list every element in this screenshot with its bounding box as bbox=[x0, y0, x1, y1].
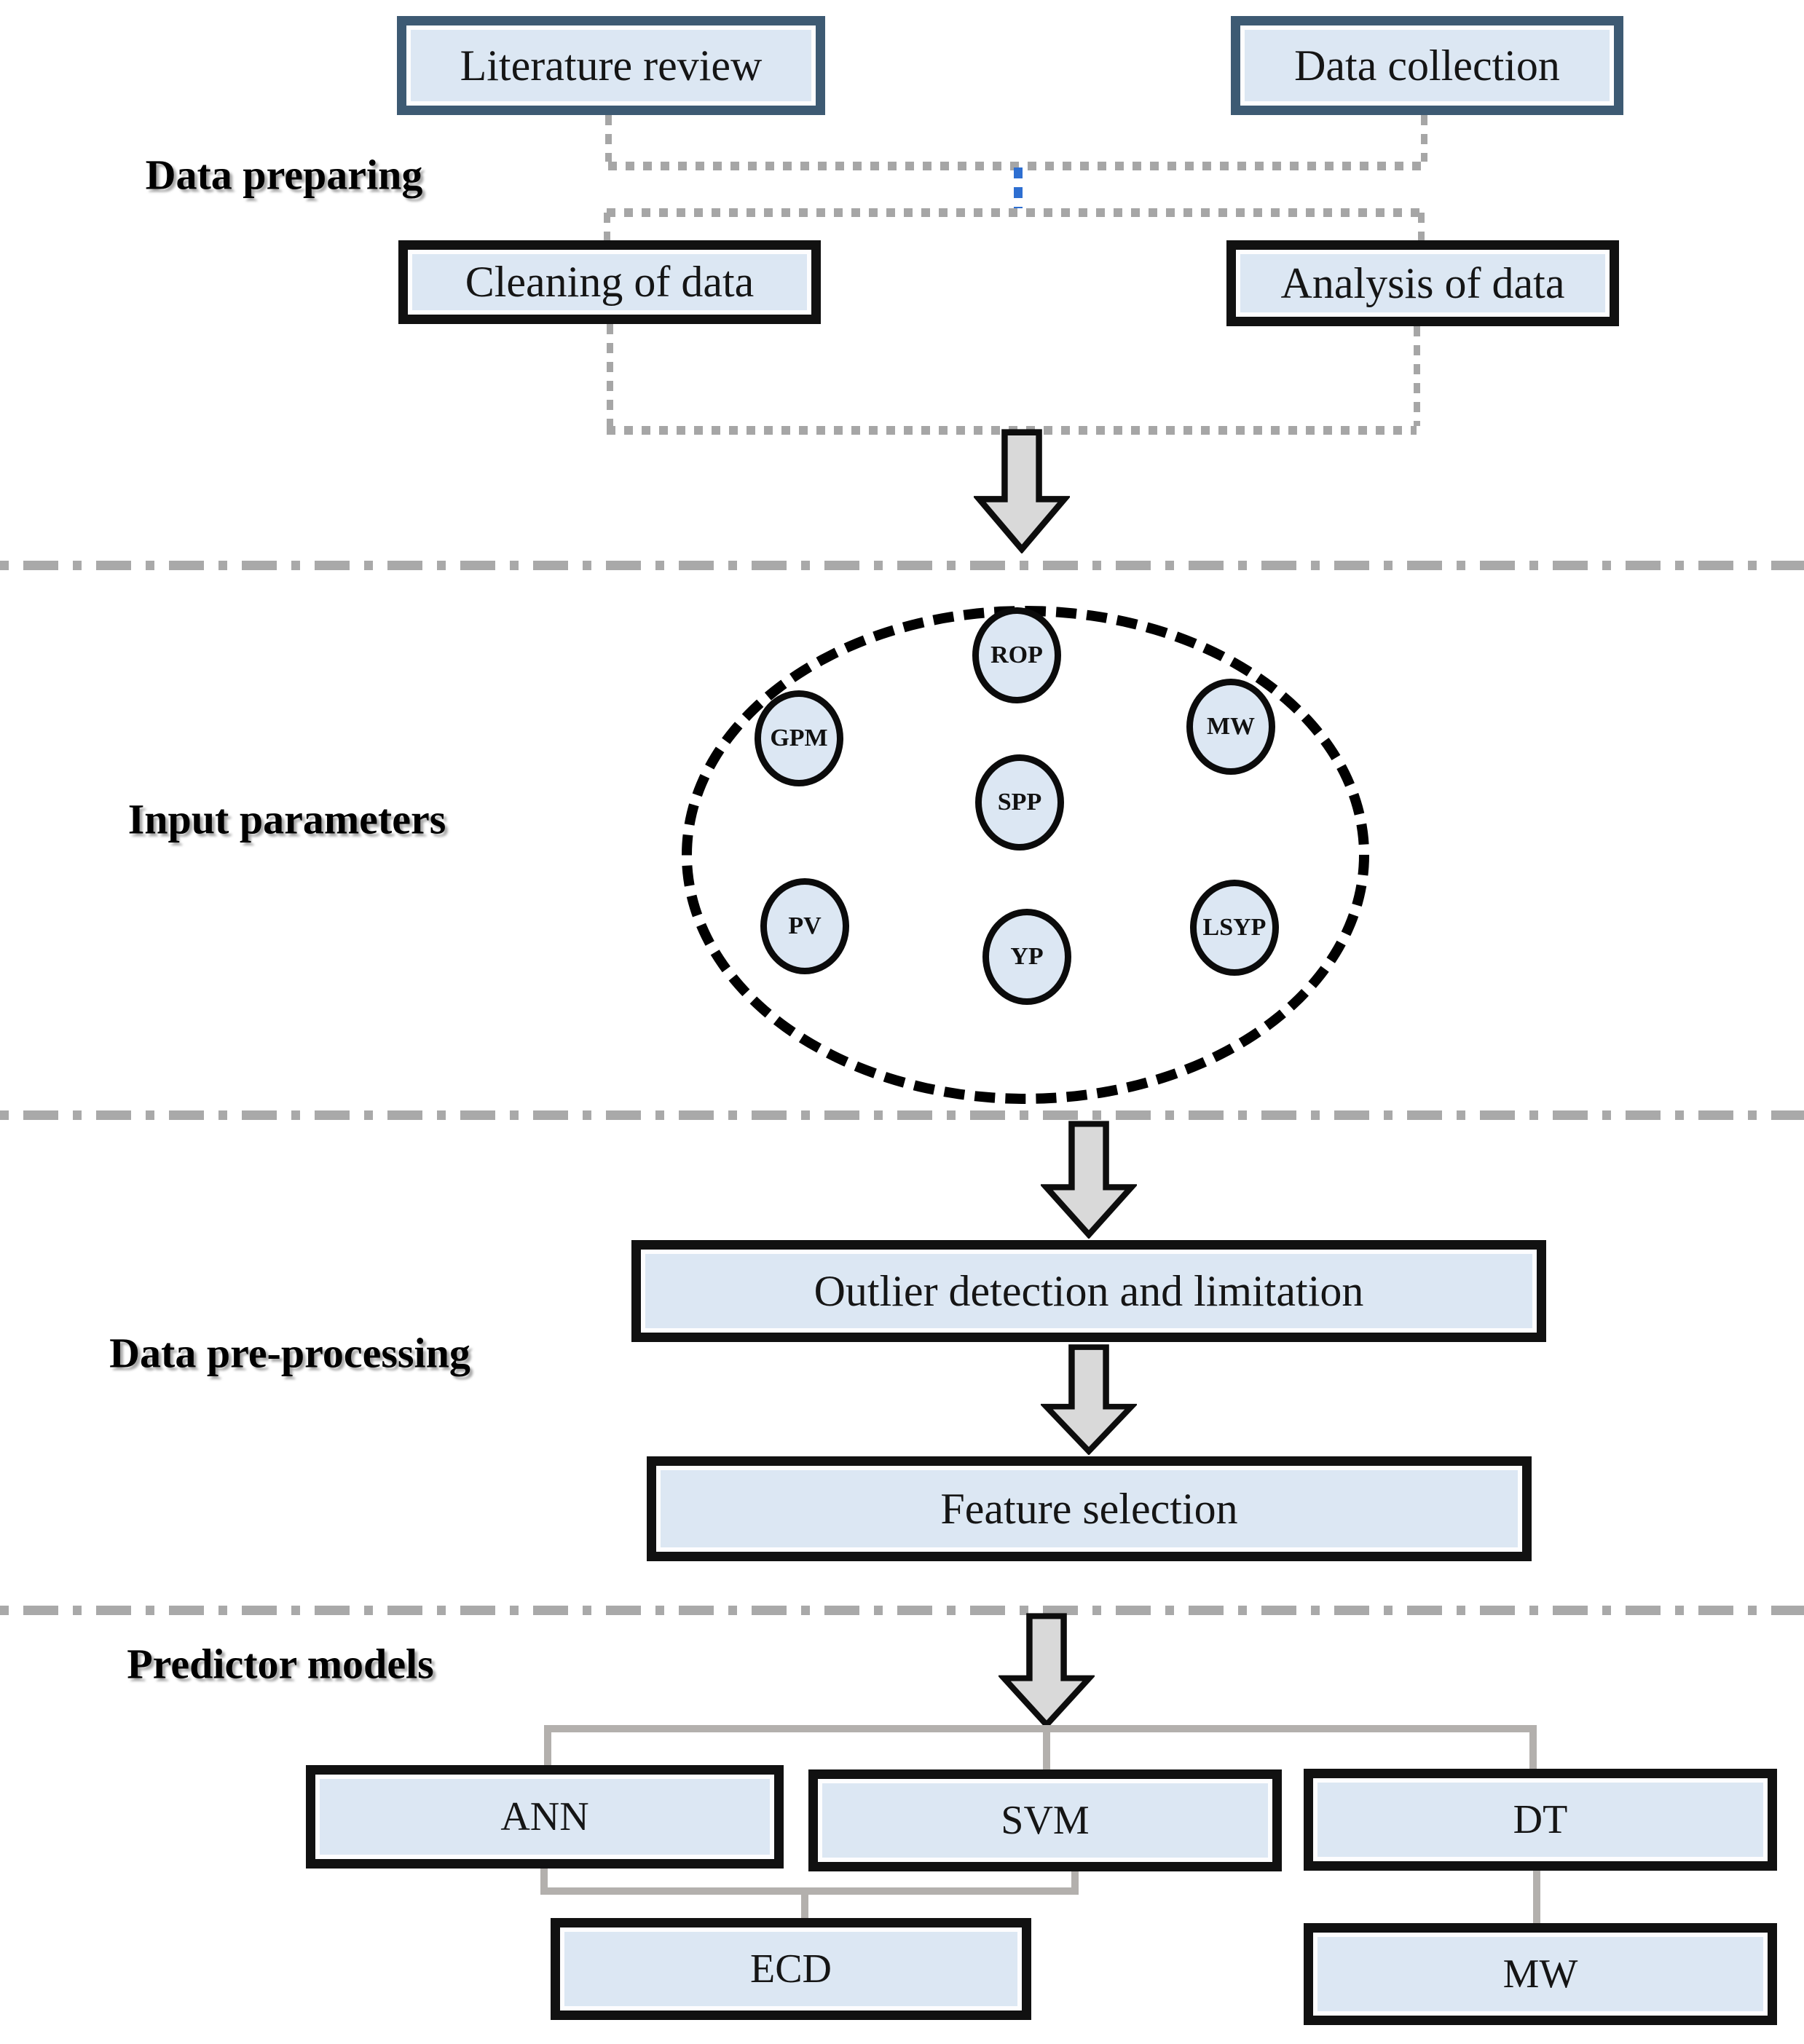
down-arrow-icon bbox=[1041, 1343, 1137, 1455]
section-divider-2 bbox=[0, 1110, 1804, 1120]
branch-line-horizontal bbox=[544, 1725, 1537, 1732]
connector-ann-down bbox=[540, 1869, 548, 1895]
feature-selection-box: Feature selection bbox=[647, 1456, 1532, 1561]
cleaning-of-data-box: Cleaning of data bbox=[398, 240, 821, 324]
section-divider-3 bbox=[0, 1606, 1804, 1615]
dt-model-box: DT bbox=[1304, 1769, 1777, 1871]
mw-output-box: MW bbox=[1304, 1923, 1777, 2025]
branch-stub-ann bbox=[544, 1725, 551, 1765]
branch-stub-svm bbox=[1043, 1725, 1050, 1769]
down-arrow-icon bbox=[998, 1612, 1095, 1729]
analysis-of-data-box: Analysis of data bbox=[1226, 240, 1619, 326]
data-collection-box: Data collection bbox=[1231, 16, 1623, 115]
input-node-yp: YP bbox=[982, 909, 1071, 1005]
section-label-data-preprocessing: Data pre-processing bbox=[109, 1329, 470, 1377]
section-label-input-parameters: Input parameters bbox=[127, 795, 446, 843]
input-node-spp: SPP bbox=[975, 754, 1064, 851]
connector-collection-down bbox=[1421, 115, 1427, 162]
connector-analysis-up bbox=[1418, 213, 1425, 240]
input-node-mw: MW bbox=[1186, 679, 1275, 775]
connector-literature-down bbox=[605, 115, 612, 162]
connector-svm-down bbox=[1071, 1871, 1079, 1895]
section-label-data-preparing: Data preparing bbox=[145, 151, 423, 199]
input-node-rop: ROP bbox=[972, 607, 1061, 703]
connector-analysis-down bbox=[1414, 326, 1420, 426]
input-node-gpm: GPM bbox=[755, 690, 843, 786]
connector-ecd-drop bbox=[801, 1887, 808, 1918]
connector-cleaning-up bbox=[604, 213, 610, 240]
input-node-lsyp: LSYP bbox=[1190, 880, 1279, 976]
connector-cleaning-down bbox=[607, 324, 613, 426]
branch-stub-dt bbox=[1529, 1725, 1537, 1769]
section-label-predictor-models: Predictor models bbox=[127, 1640, 434, 1688]
literature-review-box: Literature review bbox=[397, 16, 825, 115]
down-arrow-icon bbox=[1041, 1120, 1137, 1239]
outlier-detection-box: Outlier detection and limitation bbox=[631, 1240, 1546, 1342]
down-arrow-icon bbox=[974, 428, 1070, 553]
connector-ecd-horizontal bbox=[540, 1887, 1079, 1895]
connector-blue-link bbox=[1014, 167, 1023, 208]
ecd-output-box: ECD bbox=[551, 1918, 1031, 2020]
connector-dt-mw bbox=[1533, 1871, 1540, 1923]
input-node-pv: PV bbox=[760, 878, 849, 974]
connector-cross-line-2 bbox=[607, 208, 1421, 217]
svm-model-box: SVM bbox=[808, 1769, 1282, 1871]
section-divider-1 bbox=[0, 561, 1804, 570]
connector-cross-line-1 bbox=[608, 162, 1424, 170]
ann-model-box: ANN bbox=[306, 1765, 784, 1869]
